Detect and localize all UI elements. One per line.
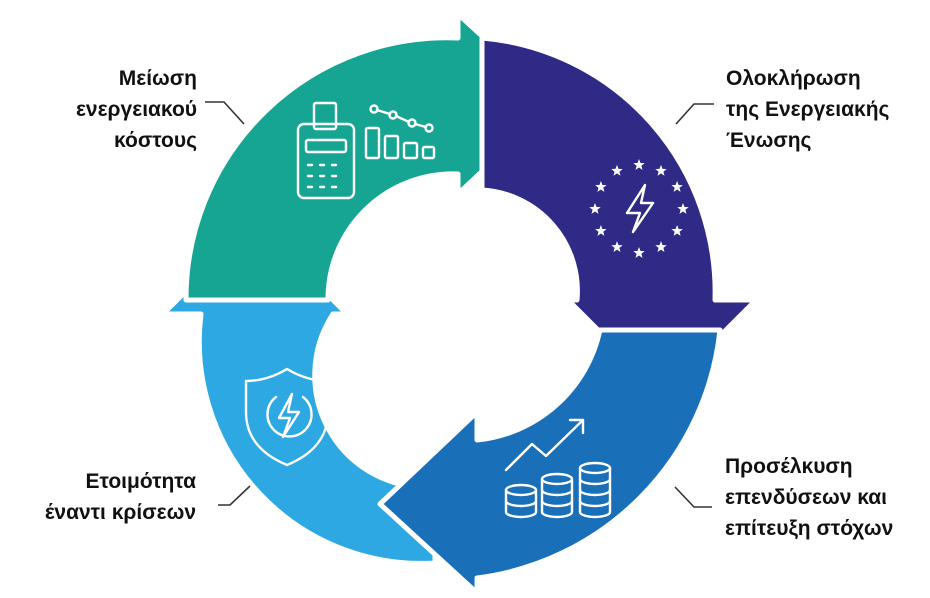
lightning-bolt-icon: [625, 183, 655, 234]
coin-icon: [578, 499, 612, 519]
coin-icon: [578, 477, 612, 497]
star-icon: [655, 164, 667, 176]
star-icon: [595, 181, 607, 192]
star-icon: [671, 181, 683, 192]
leader-line-tr: [675, 103, 714, 125]
leader-line-tl: [205, 101, 245, 125]
label-crisis-readiness: Ετοιμότητα έναντι κρίσεων: [44, 470, 196, 524]
label-energy-union-completion: Ολοκλήρωση της Ενεργειακής Ένωσης: [726, 67, 890, 152]
eu-stars-lightning-icon: [589, 159, 689, 258]
coin-icon: [578, 466, 612, 486]
coin-stacks-icon: [504, 461, 612, 519]
label-investment-attraction: Προσέλκυση επενδύσεων και επίτευξη στόχω…: [725, 455, 894, 540]
leader-line-bl: [218, 485, 251, 506]
star-icon: [671, 225, 683, 236]
calculator-icon: [296, 101, 356, 200]
coin-top-icon: [504, 483, 538, 497]
growth-arrow-icon: [504, 418, 585, 472]
leader-line-br: [674, 486, 712, 508]
segment-investment-attraction: [377, 327, 723, 596]
coin-icon: [540, 499, 574, 519]
star-icon: [633, 159, 645, 170]
shield-lightning-icon: [244, 367, 330, 467]
coin-icon: [578, 488, 612, 508]
stars-ring-icon: [589, 159, 689, 258]
segment-energy-union-completion: [479, 35, 759, 397]
star-icon: [595, 225, 607, 236]
coin-top-icon: [578, 461, 612, 475]
coin-icon: [504, 488, 538, 508]
label-energy-cost-reduction: Μείωση ενεργειακού κόστους: [75, 67, 197, 152]
star-icon: [611, 164, 623, 176]
star-icon: [655, 241, 667, 252]
star-icon: [611, 241, 623, 252]
declining-bar-chart-icon: [364, 104, 436, 160]
coin-stacks-growth-arrow-icon: [504, 418, 612, 519]
segment-crisis-readiness: [160, 219, 438, 596]
star-icon: [589, 203, 601, 214]
coin-icon: [540, 488, 574, 508]
star-icon: [633, 247, 645, 258]
coin-icon: [540, 477, 574, 497]
coin-top-icon: [540, 472, 574, 486]
star-icon: [677, 203, 689, 214]
coin-icon: [504, 499, 538, 519]
